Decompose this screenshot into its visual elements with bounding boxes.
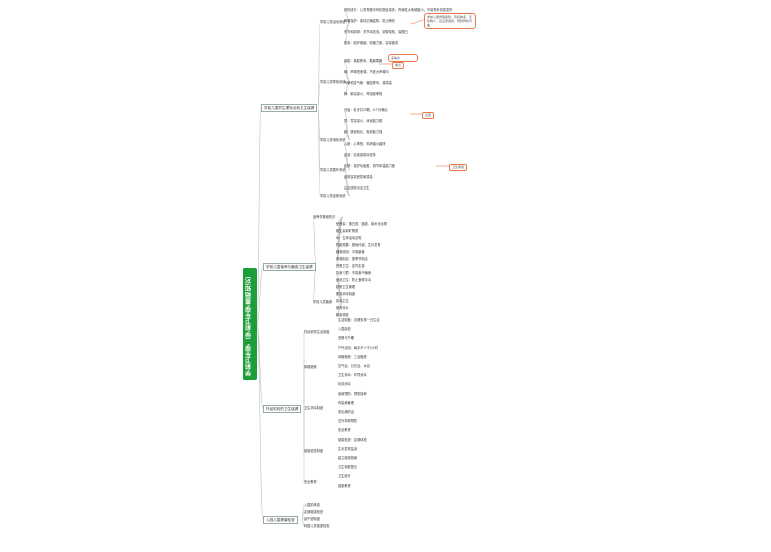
b3-leaf[interactable]: 健康教育 [338, 483, 351, 488]
b2-leaf[interactable]: 热能需要：基础代谢、生长发育 [336, 243, 381, 247]
b1-leaf[interactable]: 肠：肠道较长，吸收能力强 [344, 130, 383, 134]
b2-sub-topic[interactable]: 营养学基础知识 [313, 215, 336, 219]
connector-line [343, 81, 351, 95]
b3-leaf[interactable]: 卫生消毒：环境消毒 [338, 373, 367, 378]
b1-leaf[interactable]: 鼻腔：鼻腔狭窄，黏膜柔嫩 [344, 59, 383, 63]
b2-leaf[interactable]: 餐具消毒制度 [336, 292, 356, 296]
b1-leaf[interactable]: 胃：胃容量小，消化能力弱 [344, 119, 383, 123]
b3-leaf[interactable]: 入园晨检 [338, 327, 351, 332]
b3-sub-topic[interactable]: 托幼机构生活制度 [304, 330, 330, 334]
b3-leaf[interactable]: 安全教育 [338, 428, 351, 433]
connector-line [301, 518, 305, 527]
b1-leaf[interactable]: 肌肉：肌纤维细，收缩力差，容易疲劳 [344, 41, 399, 45]
b2-leaf[interactable]: 营养评价 [336, 306, 349, 310]
b2-leaf[interactable]: 维生素和矿物质 [336, 229, 359, 233]
callout-note[interactable]: 多喝水 [388, 54, 418, 62]
b3-leaf[interactable]: 户外活动：每天不少于2小时 [338, 345, 379, 350]
connector-line [343, 71, 351, 83]
connector-line [343, 187, 351, 197]
connector-line [256, 106, 262, 325]
b4-leaf[interactable]: 晨午检制度 [304, 517, 320, 521]
b1-leaf[interactable]: 注意皮肤清洁卫生 [344, 186, 370, 190]
b3-leaf[interactable]: 玩具消毒 [338, 382, 351, 387]
b1-leaf[interactable]: 心脏：心率快，年龄越小越快 [344, 142, 386, 146]
b1-leaf[interactable]: 关节和韧带：关节窝较浅，韧带较松，易脱臼 [344, 30, 408, 34]
b3-leaf[interactable]: 传染病管理 [338, 400, 354, 405]
b2-leaf[interactable]: 水：生命活动必需 [336, 236, 362, 240]
b3-leaf[interactable]: 生长发育监测 [338, 446, 358, 451]
b1-leaf[interactable]: 皮肤容易受损和感染 [344, 175, 373, 179]
connector-line [312, 265, 317, 303]
branch-topic-1[interactable]: 学前儿童的生理特点和卫生保健 [261, 104, 318, 112]
b2-leaf[interactable]: 饮食习惯：不挑食不偏食 [336, 271, 372, 275]
b3-leaf[interactable]: 建立健康档案 [338, 456, 358, 460]
root-topic[interactable]: 学前卫生学（学前卫生学基础知识） [243, 268, 257, 380]
b2-leaf[interactable]: 膳食原则：平衡膳食 [336, 250, 365, 254]
callout-note[interactable]: 学前儿童骨骼柔软，有机物多，无机物少，应注意姿势，预防脊柱弯曲 [424, 13, 476, 29]
b3-leaf[interactable]: 生活制度：合理安排一日生活 [338, 318, 380, 322]
branch-topic-2[interactable]: 学前儿童营养与膳食卫生保健 [263, 263, 316, 271]
b2-leaf[interactable]: 厨房卫生管理 [336, 285, 356, 289]
b3-sub-topic[interactable]: 安全教育 [304, 480, 317, 484]
connector-line [317, 81, 321, 108]
b3-sub-topic[interactable]: 卫生消毒制度 [304, 406, 324, 410]
b4-leaf[interactable]: 转园儿童健康检查 [304, 524, 330, 528]
b2-leaf[interactable]: 食谱制定：按季节制定 [336, 257, 368, 261]
b1-leaf[interactable]: 牙齿：乳牙共20颗，6个月萌出 [344, 108, 388, 112]
b1-leaf[interactable]: 气管和支气管：管腔狭窄，易感染 [344, 81, 392, 85]
connector-line [317, 106, 321, 197]
b3-leaf[interactable]: 疾病预防：预防接种 [338, 391, 367, 396]
b4-leaf[interactable]: 定期健康检查 [304, 510, 324, 514]
b2-leaf[interactable]: 营养素：蛋白质、脂类、碳水化合物 [336, 222, 387, 226]
b3-leaf[interactable]: 体格锻炼：三浴锻炼 [338, 354, 367, 359]
connector-line [343, 9, 351, 23]
b2-leaf[interactable]: 饮水卫生 [336, 299, 349, 303]
b2-leaf[interactable]: 食品卫生：防止食物中毒 [336, 278, 372, 282]
b3-leaf[interactable]: 常见病防治 [338, 410, 354, 414]
connector-line [335, 216, 344, 267]
label-tag[interactable]: 注意 [422, 112, 435, 119]
b1-leaf[interactable]: 喉：声带短而薄，不宜大声喊叫 [344, 70, 389, 74]
b3-leaf[interactable]: 空气浴、日光浴、水浴 [338, 364, 370, 368]
b4-leaf[interactable]: 入园前体检 [304, 503, 320, 507]
connector-line [343, 154, 351, 171]
b3-leaf[interactable]: 健康检查：定期体检 [338, 437, 367, 442]
branch-topic-3[interactable]: 托幼机构的卫生保健 [263, 405, 302, 413]
b1-sub-topic[interactable]: 学前儿童皮肤系统 [320, 194, 346, 198]
b1-sub-topic[interactable]: 学前儿童呼吸系统 [320, 80, 346, 84]
connector-line [312, 216, 317, 267]
b1-leaf[interactable]: 骨的成分：儿童骨骼中有机物含量多，骨弹性大而硬度小，不易骨折但易变形 [344, 8, 453, 12]
connector-line [343, 21, 351, 44]
b1-leaf[interactable]: 皮肤：保护功能差，调节体温能力差 [344, 164, 395, 168]
connector-line [343, 131, 351, 141]
b1-leaf[interactable]: 血液：血液量相对较多 [344, 153, 376, 157]
b1-leaf[interactable]: 骨骼保护：保持正确姿势，防止畸形 [344, 19, 395, 23]
b3-leaf[interactable]: 意外事故预防 [338, 419, 358, 424]
b1-sub-topic[interactable]: 学前儿童循环系统 [320, 168, 346, 172]
b3-sub-topic[interactable]: 体格锻炼 [304, 365, 317, 369]
connector-line [256, 323, 264, 409]
label-tag[interactable]: 卫生保健 [449, 164, 468, 171]
b3-sub-topic[interactable]: 健康检查制度 [304, 449, 324, 453]
connector-line [409, 19, 425, 25]
connector-line [335, 301, 344, 316]
branch-topic-4[interactable]: 入园儿童健康检查 [263, 516, 298, 524]
b2-leaf[interactable]: 进餐卫生：定时定量 [336, 264, 365, 268]
b1-sub-topic[interactable]: 学前儿童运动系统 [320, 20, 346, 24]
b2-leaf[interactable]: 膳食调查 [336, 313, 349, 317]
label-tag[interactable]: 重点 [392, 62, 405, 69]
connector-line [256, 323, 264, 520]
connector-line [256, 265, 264, 325]
b2-sub-topic[interactable]: 学前儿童膳食 [313, 300, 333, 304]
b3-leaf[interactable]: 卫生统计 [338, 474, 351, 479]
b3-leaf[interactable]: 进餐与午睡 [338, 336, 354, 341]
b3-leaf[interactable]: 卫生保健登记 [338, 465, 358, 470]
b1-leaf[interactable]: 肺：肺活量小，呼吸频率快 [344, 92, 383, 96]
b1-sub-topic[interactable]: 学前儿童消化系统 [320, 138, 346, 142]
